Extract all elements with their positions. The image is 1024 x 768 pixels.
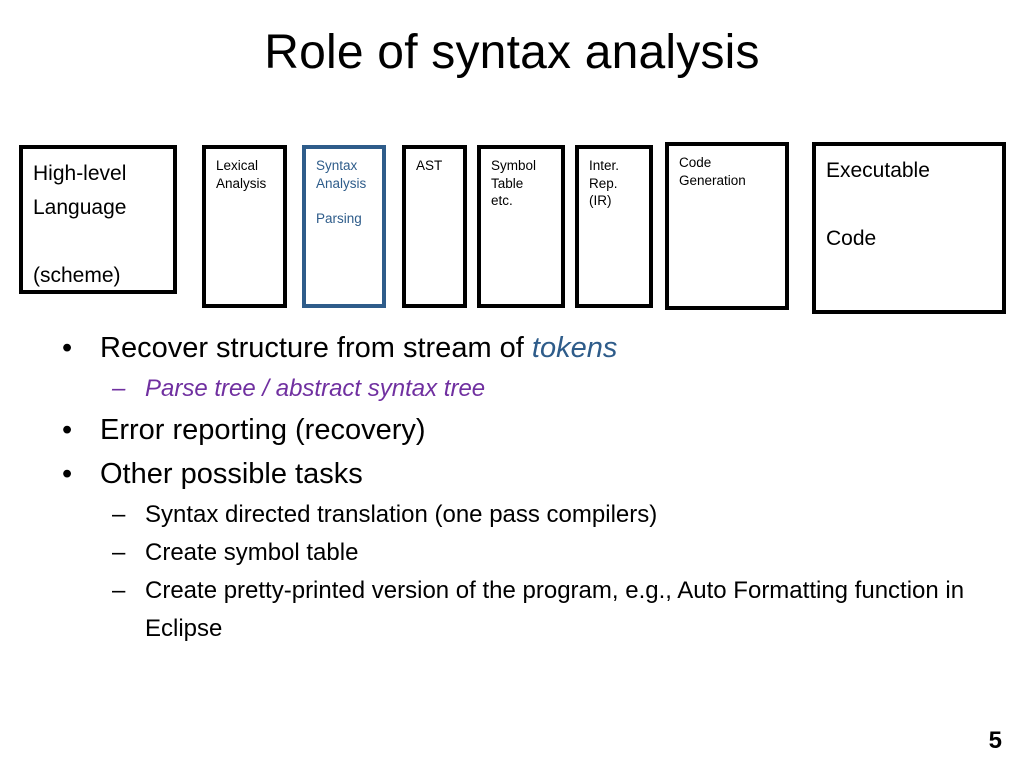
bullet-item-recover-structure: • Recover structure from stream of token… [0,326,1024,370]
compiler-pipeline-diagram: High-level Language (scheme) Lexical Ana… [0,0,1024,320]
bullet-marker: – [112,375,126,402]
pipeline-box-executable-code: Executable Code [812,142,1006,314]
pipeline-box-label: Inter. Rep. (IR) [589,158,620,208]
bullet-marker: • [62,458,73,490]
bullet-text: Other possible tasks [100,458,363,490]
bullet-text: Create symbol table [145,539,359,566]
bullet-item-error-reporting: • Error reporting (recovery) [0,408,1024,452]
pipeline-box-label: Code Generation [679,155,746,188]
pipeline-box-label: Lexical Analysis [216,158,267,191]
bullet-marker: • [62,414,73,446]
pipeline-box-label: Executable Code [826,159,930,250]
pipeline-box-ast: AST [402,145,467,308]
pipeline-box-syntax-analysis: Syntax Analysis Parsing [302,145,386,308]
bullet-marker: • [62,332,73,364]
pipeline-box-symbol-table: Symbol Table etc. [477,145,565,308]
bullet-list: • Recover structure from stream of token… [0,326,1024,648]
page-title: Role of syntax analysis [264,26,760,79]
bullet-text: Recover structure from stream of [100,332,532,364]
bullet-text: Parse tree / abstract syntax tree [145,375,486,402]
pipeline-box-label: Syntax Analysis Parsing [316,158,367,226]
bullet-text: Syntax directed translation (one pass co… [145,501,658,528]
pipeline-box-high-level-language: High-level Language (scheme) [19,145,177,294]
pipeline-box-code-generation: Code Generation [665,142,789,310]
bullet-marker: – [112,539,126,566]
bullet-item-create-symbol-table: – Create symbol table [0,534,1024,572]
pipeline-box-intermediate-representation: Inter. Rep. (IR) [575,145,653,308]
bullet-item-create-pretty-printed-version: – Create pretty-printed version of the p… [0,572,1024,648]
bullet-text: Error reporting (recovery) [100,414,426,446]
bullet-marker: – [112,577,126,604]
bullet-marker: – [112,501,126,528]
bullet-item-parse-tree: – Parse tree / abstract syntax tree [0,370,1024,408]
pipeline-box-lexical-analysis: Lexical Analysis [202,145,287,308]
pipeline-box-label: Symbol Table etc. [491,158,537,208]
pipeline-box-label: High-level Language (scheme) [33,162,127,287]
pipeline-box-label: AST [416,158,443,173]
bullet-text: Create pretty-printed version of the pro… [145,577,965,642]
bullet-item-syntax-directed-translation: – Syntax directed translation (one pass … [0,496,1024,534]
bullet-text-emphasis: tokens [531,332,618,364]
slide-page-number: 5 [988,727,1002,754]
bullet-item-other-possible-tasks: • Other possible tasks [0,452,1024,496]
